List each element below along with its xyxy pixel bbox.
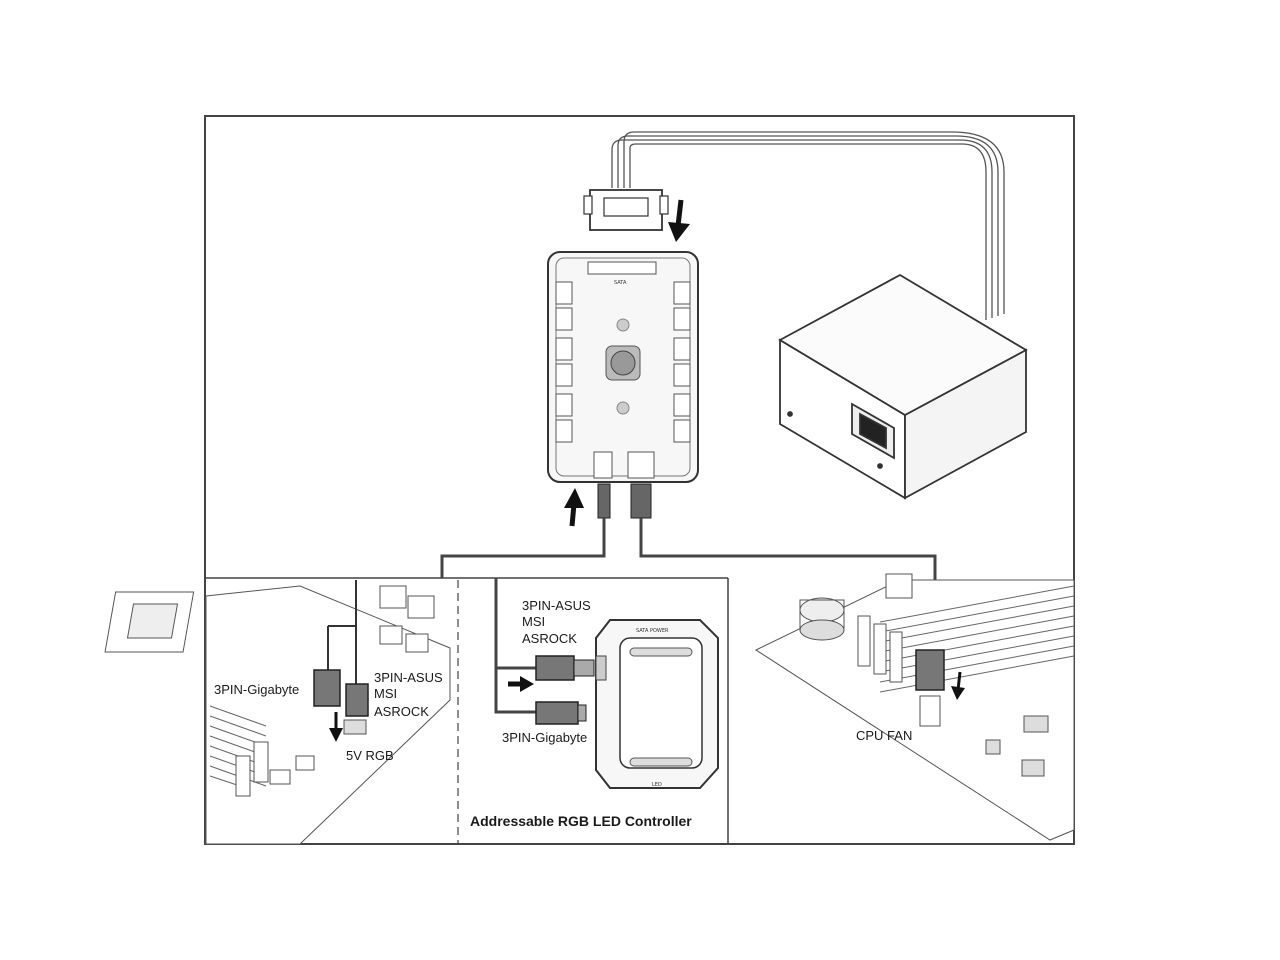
arrow-right-icon — [508, 676, 534, 692]
left-5v-label: 5V RGB — [346, 748, 394, 763]
fan-hub: SATA — [547, 251, 699, 483]
cpu-fan-plug — [915, 649, 945, 691]
controller-caption: Addressable RGB LED Controller — [470, 813, 692, 829]
left-asus-label-1: 3PIN-ASUS — [374, 670, 443, 685]
psu-sata-cable — [611, 131, 1005, 320]
middle-plugs — [535, 655, 595, 725]
mid-gigabyte-label: 3PIN-Gigabyte — [502, 730, 587, 745]
mid-asus-label-2: MSI — [522, 614, 545, 629]
cpu-fan-label: CPU FAN — [856, 728, 912, 743]
mid-asus-label-1: 3PIN-ASUS — [522, 598, 591, 613]
power-supply — [778, 273, 1028, 500]
controller-bottom-marking: LED — [652, 782, 662, 788]
left-asus-label-2: MSI — [374, 686, 397, 701]
left-gigabyte-label: 3PIN-Gigabyte — [214, 682, 299, 697]
led-controller: SATA POWER LED — [595, 619, 719, 789]
sata-connector — [583, 189, 669, 231]
left-asus-label-3: ASROCK — [374, 704, 429, 719]
arrow-down-left-icon — [329, 712, 343, 742]
left-plugs — [313, 580, 369, 717]
left-motherboard — [104, 585, 451, 845]
outer-frame — [204, 115, 1075, 845]
bottom-panels — [205, 577, 729, 844]
mid-asus-label-3: ASROCK — [522, 631, 577, 646]
arrow-down-right-icon — [951, 671, 965, 700]
middle-cables — [494, 578, 536, 714]
controller-top-marking: SATA POWER — [636, 628, 669, 634]
right-motherboard — [754, 573, 1075, 841]
arrow-up-icon — [564, 488, 584, 527]
hub-sata-label: SATA — [614, 280, 627, 286]
arrow-down-icon — [668, 199, 690, 242]
